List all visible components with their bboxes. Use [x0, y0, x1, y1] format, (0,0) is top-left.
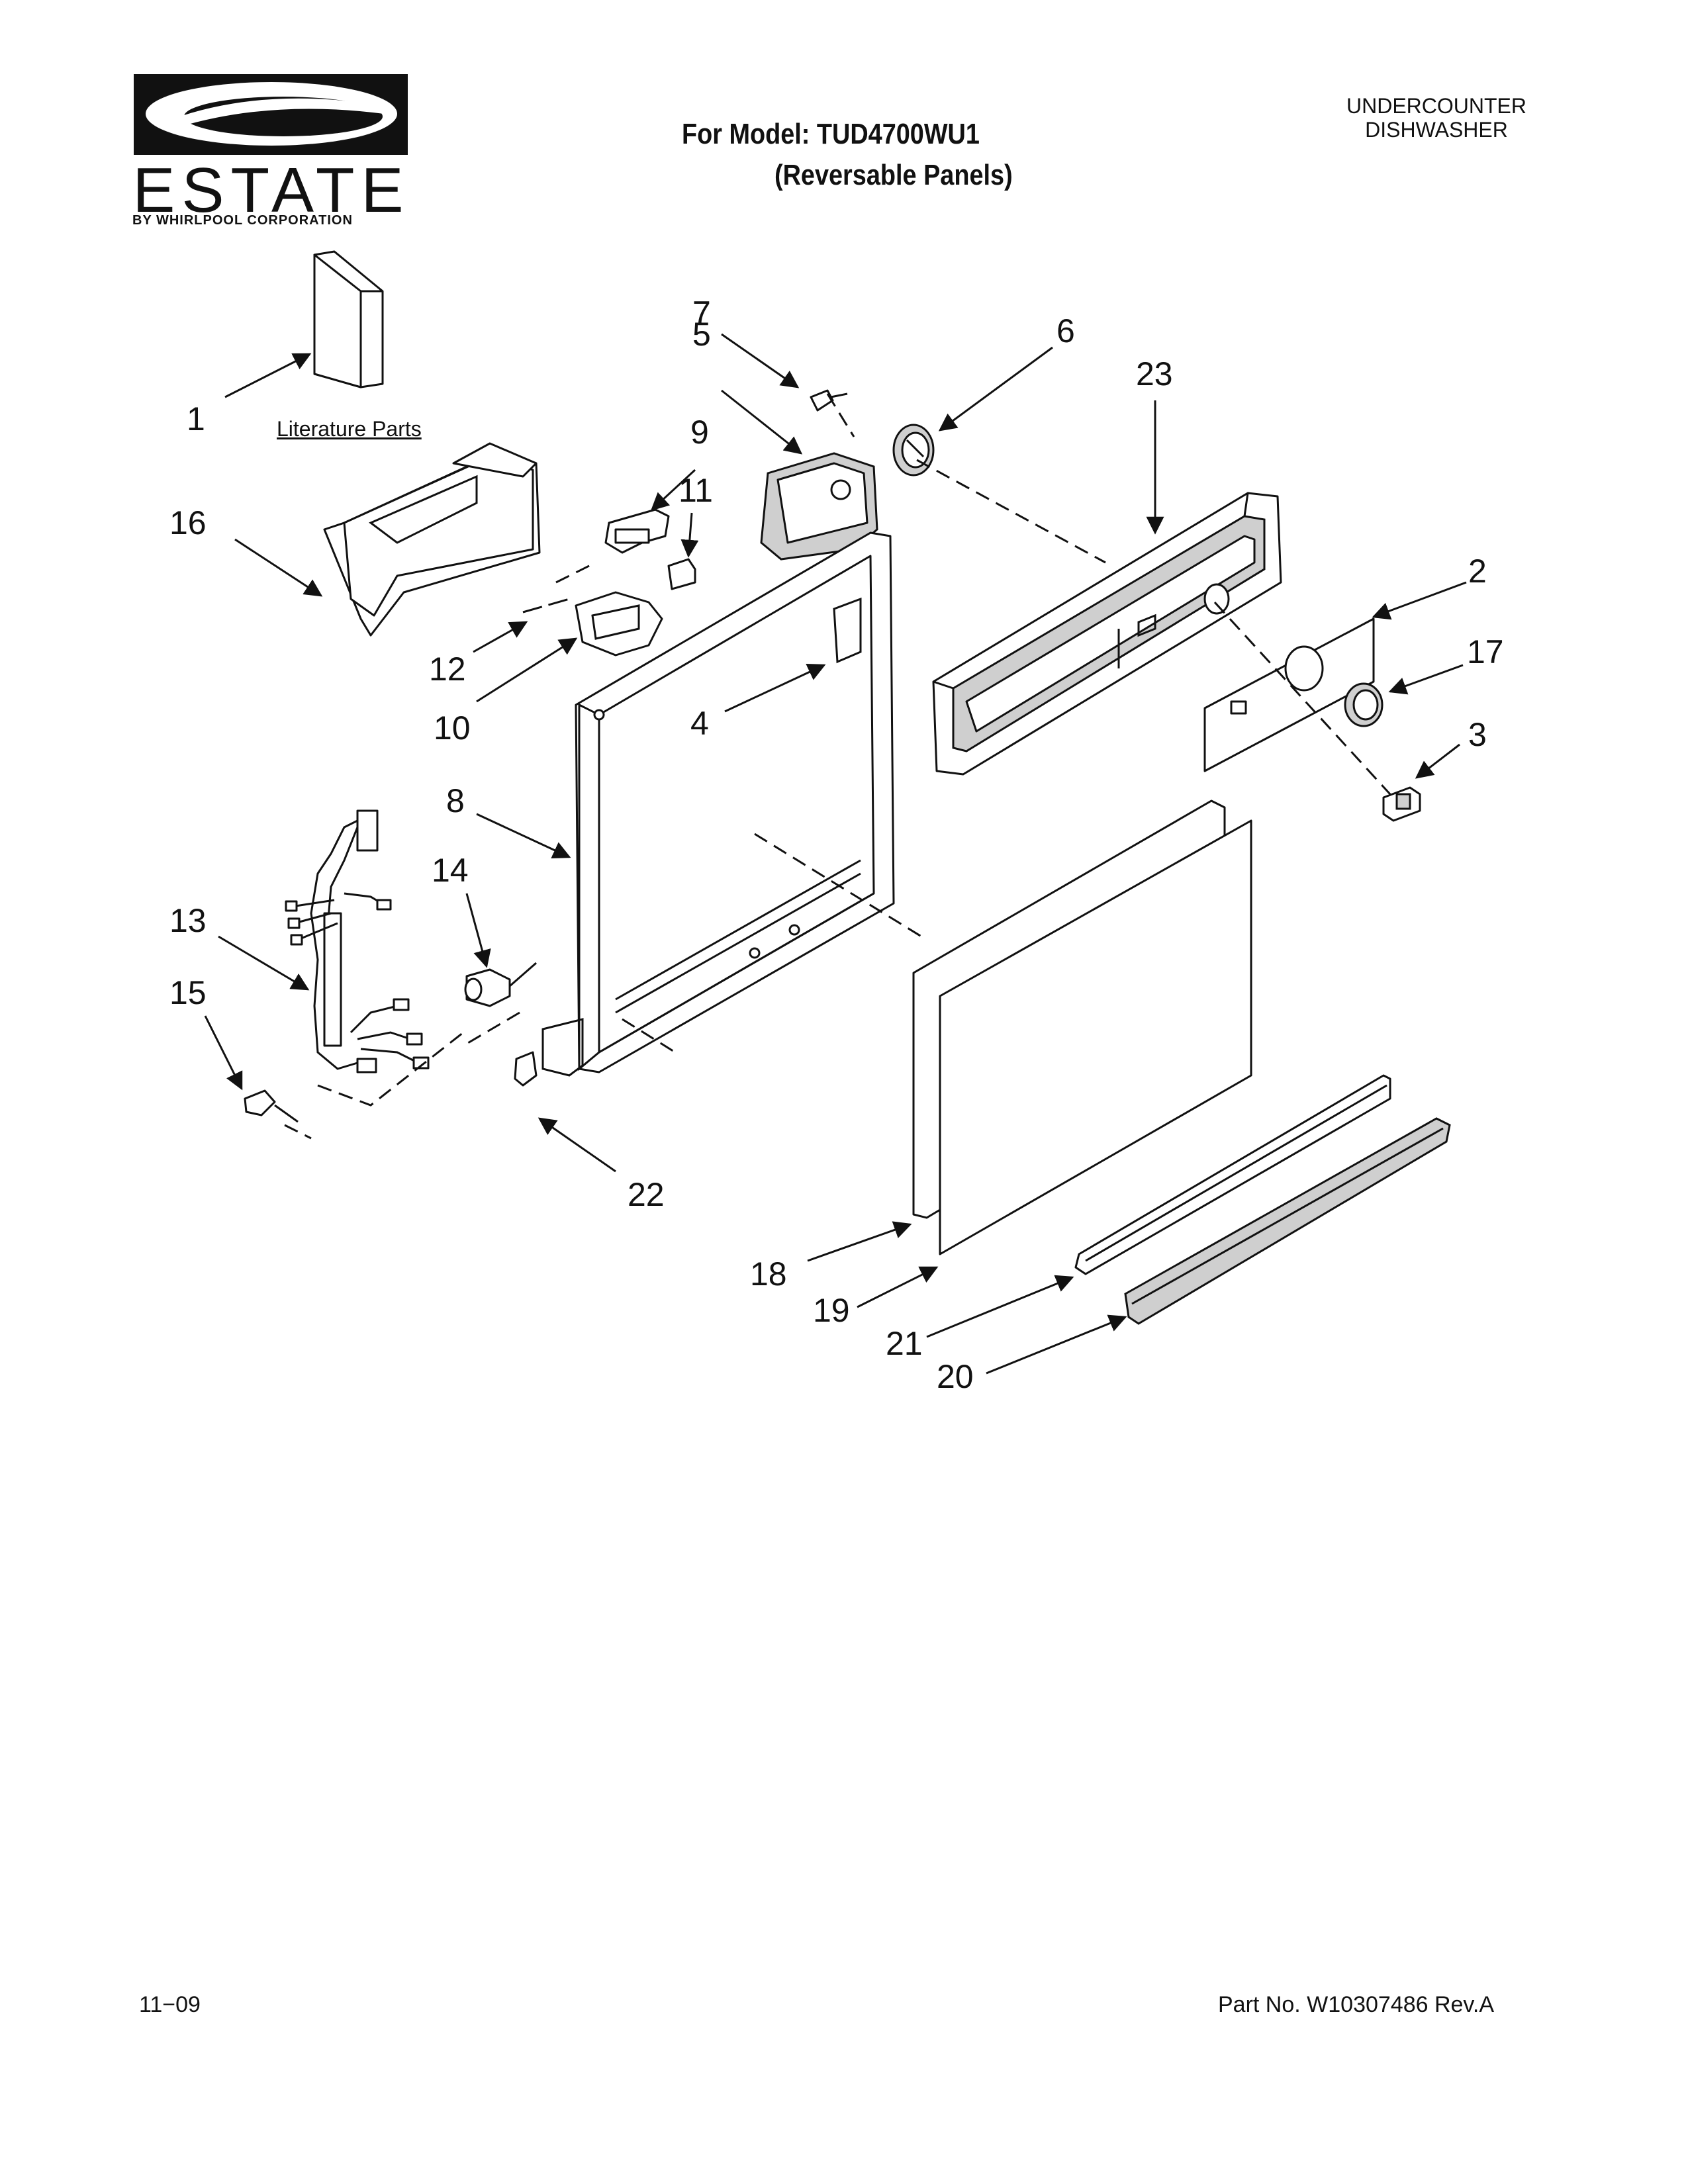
callout-15: 15	[169, 974, 207, 1011]
leader-9	[651, 469, 696, 511]
leader-22	[538, 1117, 616, 1173]
callout-19: 19	[813, 1292, 850, 1329]
part-6-timer-knob	[892, 424, 935, 477]
callout-13: 13	[169, 902, 207, 939]
part-22-clip	[514, 1051, 538, 1087]
logo-tagline: BY WHIRLPOOL CORPORATION	[132, 213, 353, 228]
part-8-inner-door-frame	[541, 531, 895, 1077]
callout-3: 3	[1468, 716, 1487, 753]
leader-13	[218, 935, 310, 991]
estate-logo: ESTATE BY WHIRLPOOL CORPORATION	[132, 73, 410, 228]
callout-9: 9	[690, 414, 709, 451]
callout-20: 20	[937, 1358, 974, 1395]
part-17-control-knob	[1344, 682, 1383, 727]
logo-wordmark: ESTATE	[132, 155, 410, 226]
literature-parts-label: Literature Parts	[277, 417, 422, 441]
callout-10: 10	[434, 709, 471, 747]
leader-8	[476, 813, 571, 859]
callout-11: 11	[679, 472, 713, 509]
callout-21: 21	[886, 1325, 923, 1362]
leader-12	[473, 621, 528, 653]
part-19-door-insert-panel	[939, 819, 1252, 1255]
product-type: UNDERCOUNTER DISHWASHER	[1317, 94, 1556, 142]
part-2-graphics-panel	[1203, 617, 1375, 772]
leader-10	[476, 637, 578, 703]
callout-16: 16	[169, 504, 207, 541]
leader-20	[986, 1314, 1127, 1375]
callout-4: 4	[690, 705, 709, 742]
leader-16	[234, 538, 323, 597]
callout-17: 17	[1467, 633, 1504, 670]
part-3-switch-button	[1382, 786, 1421, 822]
leader-3	[1415, 743, 1460, 779]
callout-23: 23	[1136, 355, 1173, 392]
product-type-line1: UNDERCOUNTER	[1346, 94, 1526, 118]
leader-11	[680, 512, 699, 558]
callout-2: 2	[1468, 553, 1487, 590]
product-type-line2: DISHWASHER	[1365, 118, 1508, 142]
callout-8: 8	[446, 782, 465, 819]
part-9-latch-bracket	[604, 508, 670, 554]
part-14-connector	[464, 962, 537, 1007]
part-20-lower-trim	[1124, 1117, 1451, 1325]
callout-22: 22	[628, 1176, 665, 1213]
leader-4	[724, 664, 826, 713]
leader-5	[721, 389, 803, 455]
leader-21	[926, 1275, 1074, 1338]
leader-7	[721, 333, 800, 388]
leader-6	[938, 346, 1053, 432]
callout-7: 7	[692, 295, 711, 332]
callout-18: 18	[750, 1255, 787, 1293]
callout-6: 6	[1056, 312, 1075, 349]
part-15-screw	[244, 1089, 299, 1123]
part-1-literature-booklet	[313, 250, 384, 388]
callout-1: 1	[187, 400, 205, 437]
model-title: For Model: TUD4700WU1	[682, 118, 980, 150]
revision-date: 11−09	[139, 1992, 201, 2017]
logo-swoosh-icon	[134, 74, 408, 155]
part-13-wire-harness	[285, 809, 430, 1073]
callout-14: 14	[432, 852, 469, 889]
part-5-switch-assembly	[760, 452, 878, 561]
leader-18	[807, 1221, 912, 1262]
panel-note: (Reversable Panels)	[774, 159, 1013, 191]
leader-2	[1372, 581, 1467, 620]
part-10-latch-housing	[575, 591, 663, 657]
part-21-trim-strip	[1074, 1074, 1391, 1275]
leader-15	[204, 1015, 243, 1091]
part-12-latch-pin	[522, 598, 570, 614]
part-23-console-panel	[932, 492, 1282, 776]
part-7-screw	[810, 389, 848, 412]
callout-5: 5	[692, 316, 711, 353]
callout-12: 12	[429, 651, 466, 688]
part-16-top-shield	[323, 442, 541, 637]
leader-14	[465, 893, 491, 968]
part-number: Part No. W10307486 Rev.A	[1218, 1992, 1495, 2017]
leader-17	[1388, 664, 1464, 695]
leader-19	[857, 1266, 939, 1308]
leader-1	[224, 353, 312, 398]
part-11-latch-clip	[667, 558, 696, 590]
